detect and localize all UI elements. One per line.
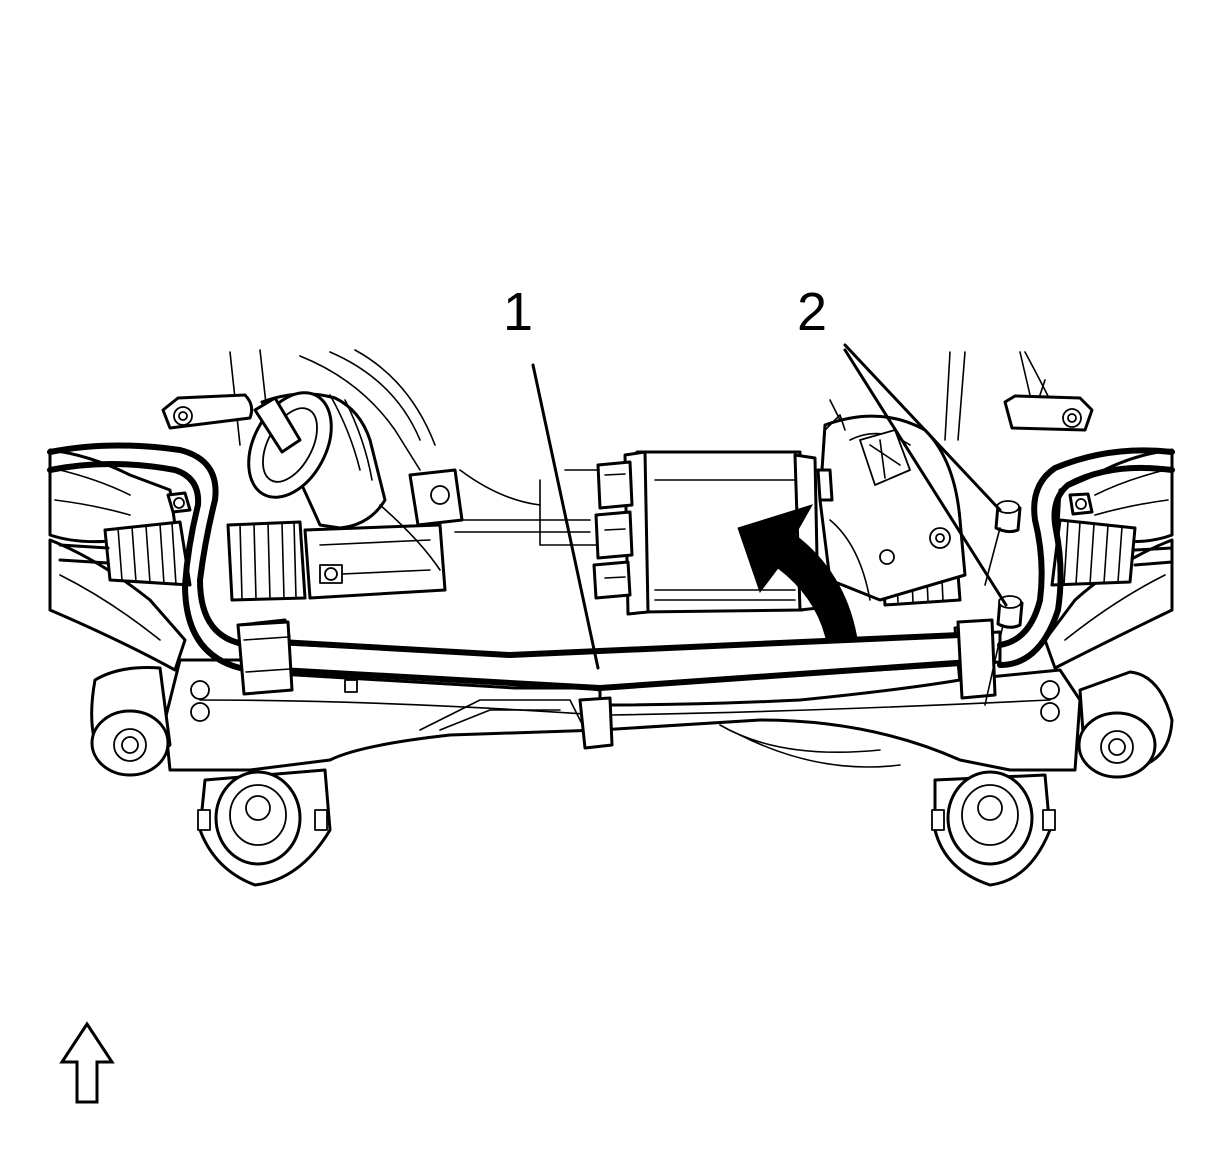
stabilizer-bar xyxy=(47,442,1175,700)
callout-label-1: 1 xyxy=(503,282,533,342)
right-suspension xyxy=(818,379,1174,719)
callout-label-2: 2 xyxy=(797,282,827,342)
callout-leaders xyxy=(531,343,1008,670)
subframe xyxy=(90,658,1174,887)
up-arrow-outline-icon xyxy=(59,1021,115,1104)
